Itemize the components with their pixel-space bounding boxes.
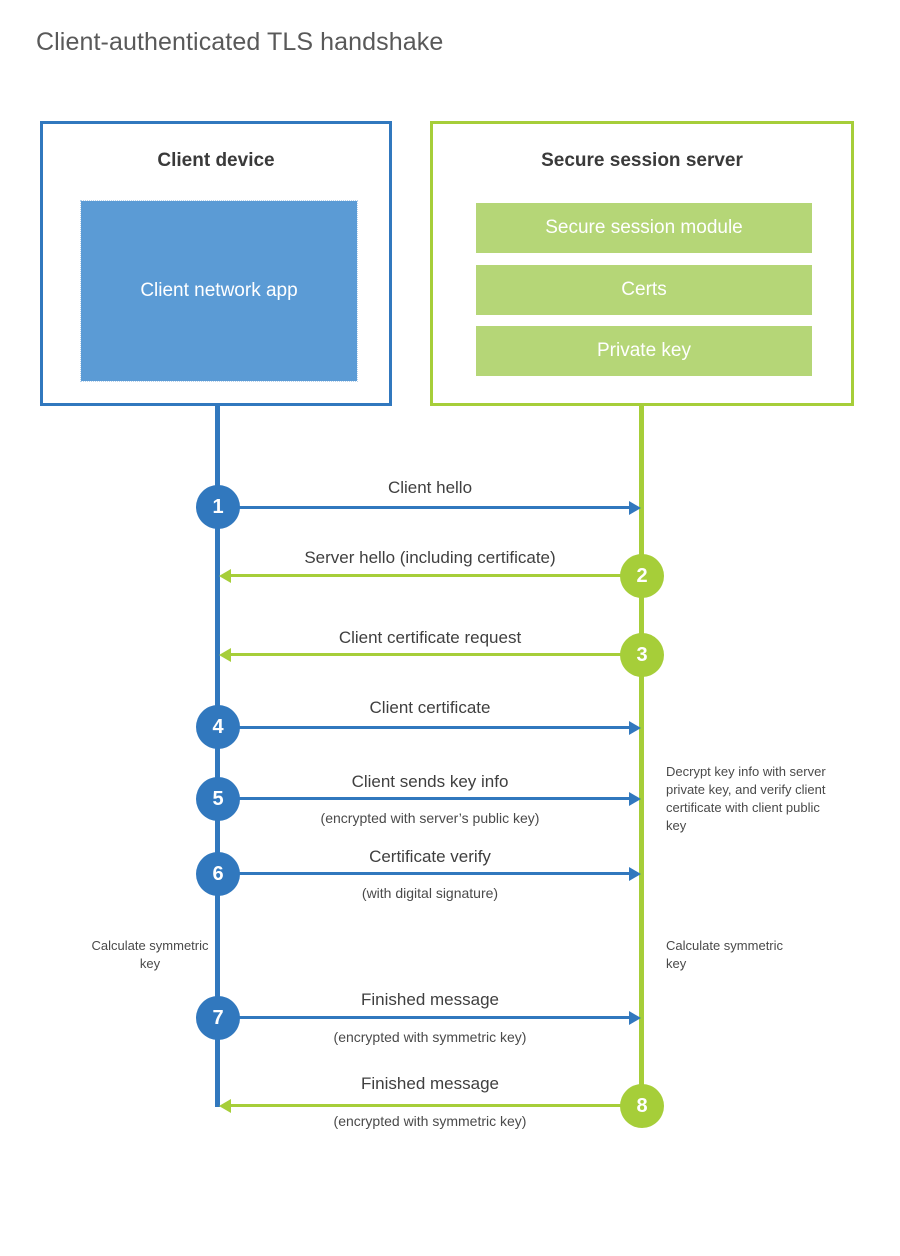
- step-6-label: Certificate verify: [369, 847, 491, 866]
- step-1-arrow: [218, 500, 641, 515]
- client-device-box: Client device Client network app: [40, 121, 392, 406]
- step-4-label: Client certificate: [369, 698, 491, 717]
- client-network-app-block: Client network app: [80, 200, 358, 382]
- server-lifeline: [639, 404, 644, 1106]
- client-lifeline: [215, 404, 220, 1107]
- step-marker-8: 8: [620, 1084, 664, 1128]
- step-7-arrow: [218, 1010, 641, 1025]
- arrowhead-left-icon: [219, 568, 231, 583]
- server-component-private-key: Private key: [476, 326, 812, 376]
- secure-session-server-title: Secure session server: [541, 150, 743, 171]
- step-8-sublabel: (encrypted with symmetric key): [333, 1113, 527, 1129]
- client-calculate-symmetric-key-note: Calculate symmetric key: [91, 938, 209, 971]
- arrowhead-right-icon: [629, 866, 641, 881]
- step-5-arrow: [218, 791, 641, 806]
- step-8-label: Finished message: [361, 1074, 499, 1093]
- step-6-arrow: [218, 866, 641, 881]
- step-6-sublabel: (with digital signature): [361, 885, 499, 901]
- step-8-arrow: [219, 1098, 642, 1113]
- arrowhead-right-icon: [629, 1010, 641, 1025]
- arrowhead-right-icon: [629, 791, 641, 806]
- step-marker-1: 1: [196, 485, 240, 529]
- step-2-arrow: [219, 568, 642, 583]
- step-2-label: Server hello (including certificate): [304, 548, 556, 567]
- step-3-arrow: [219, 647, 642, 662]
- step-marker-2: 2: [620, 554, 664, 598]
- step-marker-4: 4: [196, 705, 240, 749]
- step-3-label: Client certificate request: [338, 628, 522, 647]
- client-device-title: Client device: [157, 150, 275, 171]
- step-5-sublabel: (encrypted with server’s public key): [320, 810, 540, 826]
- arrowhead-left-icon: [219, 647, 231, 662]
- step-5-label: Client sends key info: [351, 772, 509, 791]
- arrowhead-right-icon: [629, 500, 641, 515]
- arrowhead-left-icon: [219, 1098, 231, 1113]
- arrowhead-right-icon: [629, 720, 641, 735]
- secure-session-server-box: Secure session server Secure session mod…: [430, 121, 854, 406]
- step-marker-6: 6: [196, 852, 240, 896]
- step-4-arrow: [218, 720, 641, 735]
- step-7-label: Finished message: [361, 990, 499, 1009]
- step-1-label: Client hello: [387, 478, 473, 497]
- step-marker-5: 5: [196, 777, 240, 821]
- server-component-certs: Certs: [476, 265, 812, 315]
- step-marker-7: 7: [196, 996, 240, 1040]
- step-marker-3: 3: [620, 633, 664, 677]
- server-decrypt-note: Decrypt key info with server private key…: [666, 764, 826, 833]
- server-calculate-symmetric-key-note: Calculate symmetric key: [666, 938, 784, 971]
- step-7-sublabel: (encrypted with symmetric key): [333, 1029, 527, 1045]
- page-title: Client-authenticated TLS handshake: [36, 28, 444, 56]
- server-component-secure-session-module: Secure session module: [476, 203, 812, 253]
